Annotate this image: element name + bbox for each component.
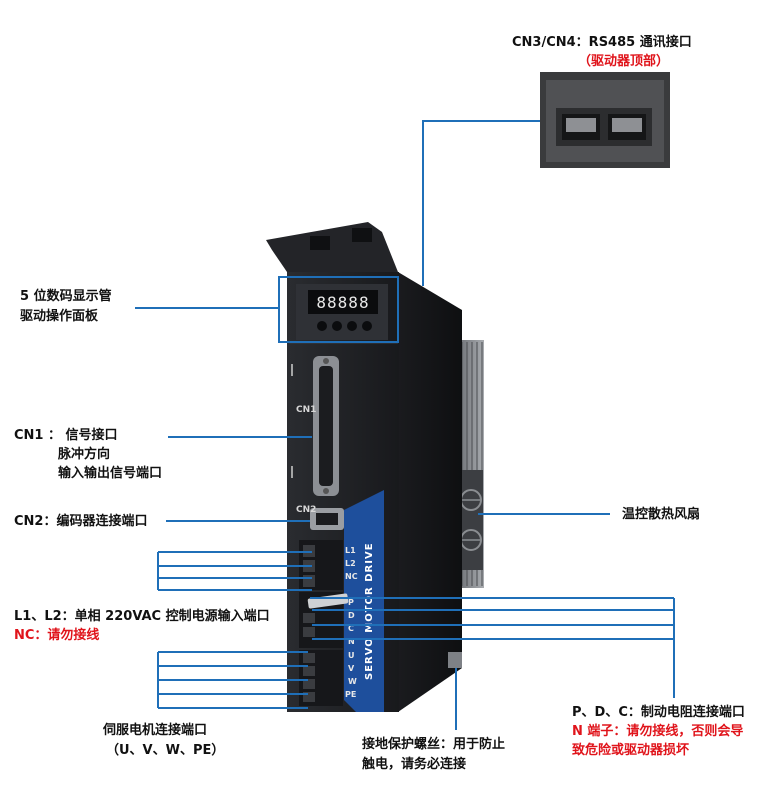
terminal-label: U: [348, 651, 355, 660]
motor-label-line1: 伺服电机连接端口: [103, 723, 208, 738]
cn1-label-line1: CN1 ： 信号接口: [14, 428, 118, 443]
cn1-mark: CN1: [296, 405, 316, 415]
terminal-label: P: [348, 598, 354, 607]
display-label-line2: 驱动操作面板: [20, 309, 99, 324]
cn2-label: CN2：编码器连接端口: [14, 514, 148, 529]
brake-label-line1: P、D、C：制动电阻连接端口: [572, 705, 745, 720]
callout-rs485: [422, 120, 540, 286]
brake-warning-line2: 致危险或驱动器损坏: [572, 743, 690, 758]
terminal-block-bottom: [299, 650, 343, 706]
terminal-label: W: [348, 677, 357, 686]
motor-label-line2: （U、V、W、PE）: [106, 743, 225, 758]
terminal-label: C: [348, 624, 354, 633]
display-panel: 88888: [296, 284, 388, 340]
terminal-label: L1: [345, 546, 356, 555]
seven-segment-display: 88888: [316, 293, 369, 312]
panel-button-4[interactable]: [362, 321, 372, 331]
cn1-connector: [313, 356, 339, 496]
ground-label-line2: 触电，请务必连接: [362, 757, 467, 772]
display-label-line1: 5 位数码显示管: [20, 289, 112, 304]
display-highlight-box: [278, 276, 399, 343]
panel-button-3[interactable]: [347, 321, 357, 331]
rs485-port-photo: [540, 72, 670, 168]
terminal-label: PE: [345, 690, 356, 699]
drive-side-panel: [398, 272, 462, 712]
rs485-title: CN3/CN4：RS485 通讯接口: [512, 35, 692, 50]
brand-strip: [344, 490, 384, 712]
terminal-label: V: [348, 664, 355, 673]
terminal-label: N: [348, 637, 355, 646]
ground-label-line1: 接地保护螺丝：用于防止: [362, 737, 506, 752]
brand-strip-text: SERVO MOTOR DRIVE: [364, 542, 375, 680]
callout-lines: [135, 120, 675, 730]
brake-warning-line1: N 端子：请勿接线，否则会导: [572, 724, 744, 739]
panel-button-1[interactable]: [317, 321, 327, 331]
panel-buttons: [317, 321, 372, 331]
fan-label: 温控散热风扇: [622, 507, 701, 522]
terminal-label: D: [348, 611, 355, 620]
terminal-label: L2: [345, 559, 356, 568]
cn2-mark: CN2: [296, 505, 316, 515]
power-label: L1、L2：单相 220VAC 控制电源输入端口: [14, 609, 270, 624]
terminal-label: NC: [345, 572, 358, 581]
cn1-label-line3: 输入输出信号端口: [58, 466, 163, 481]
panel-button-2[interactable]: [332, 321, 342, 331]
drive-top-lid: [266, 222, 398, 272]
power-nc-warning: NC：请勿接线: [14, 628, 100, 643]
rs485-note: （驱动器顶部）: [578, 54, 670, 69]
ground-screw: [448, 652, 462, 668]
cn1-label-line2: 脉冲方向: [58, 447, 111, 462]
cooling-fan-icon: [459, 470, 483, 570]
